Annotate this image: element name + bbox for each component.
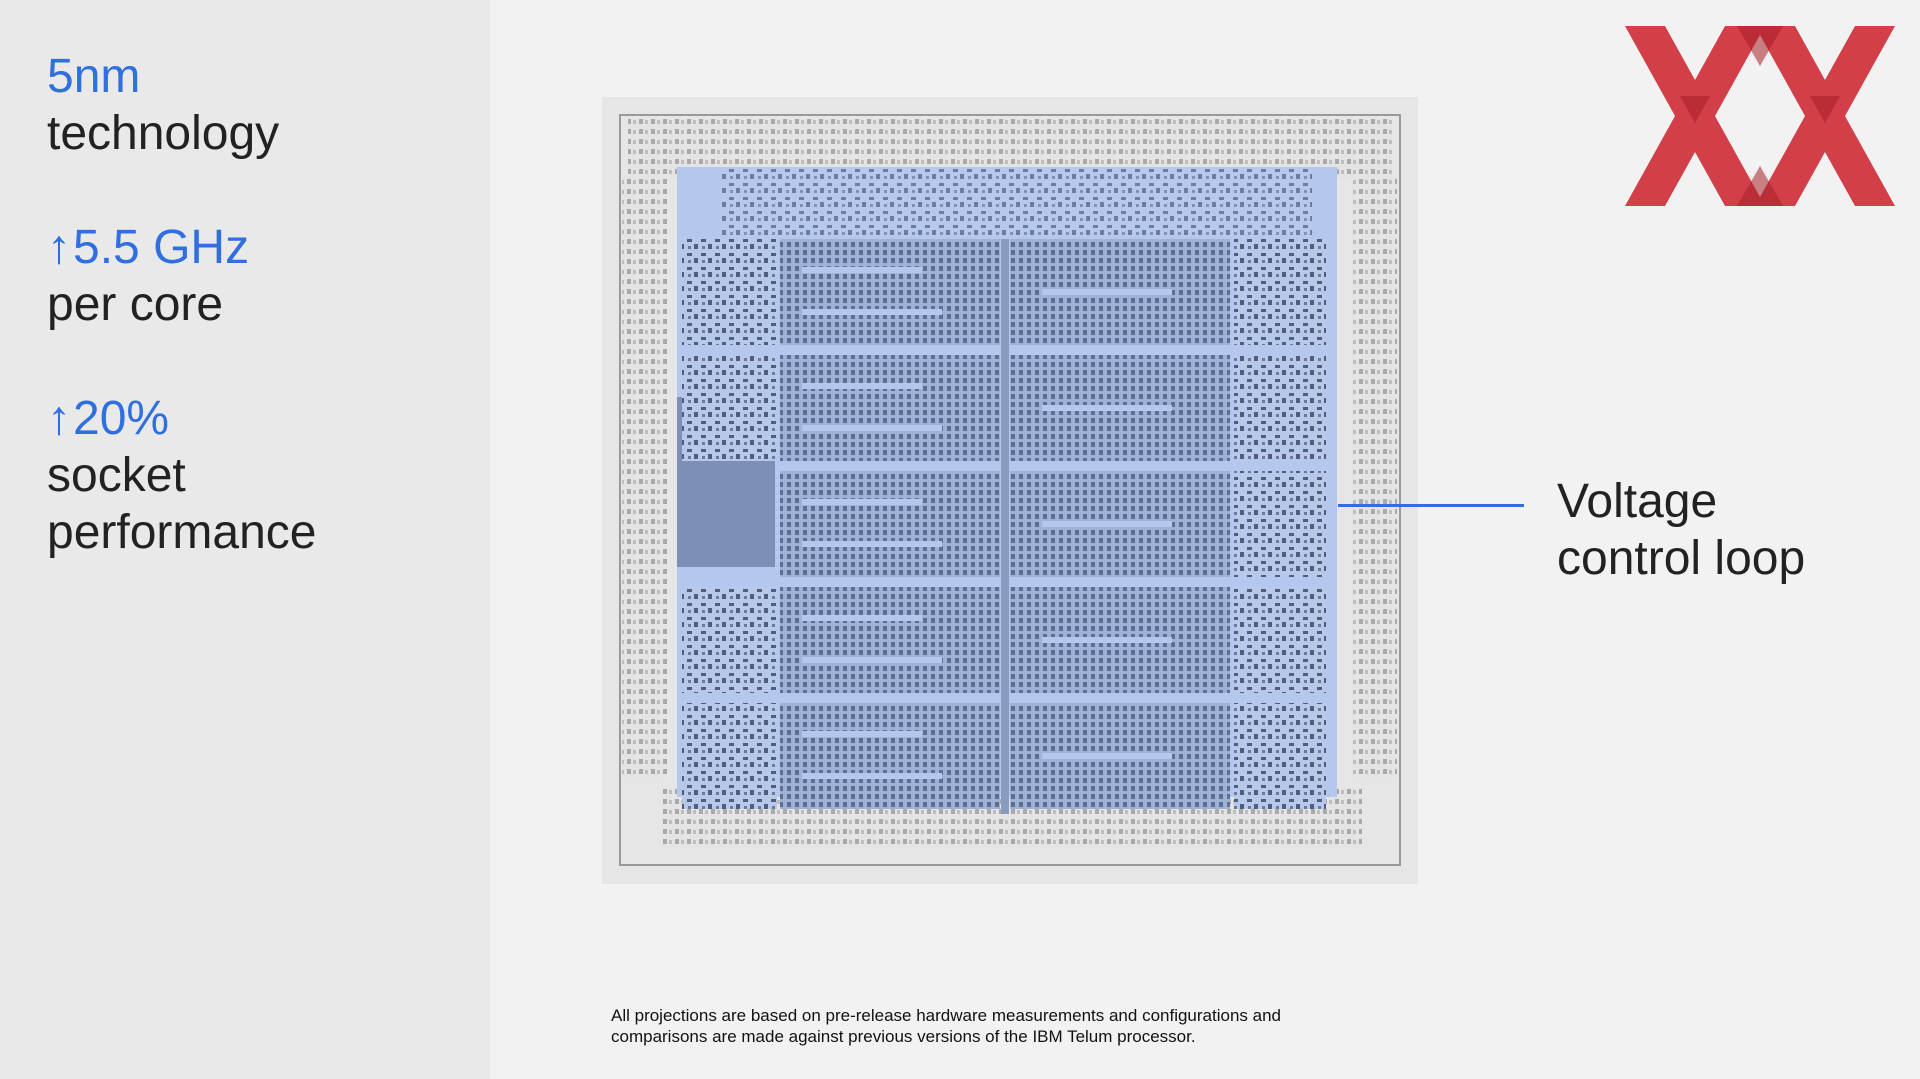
callout-line (1338, 504, 1524, 507)
stat-label-line2: performance (47, 506, 317, 559)
stat-performance: ↑20% socket performance (47, 390, 316, 561)
chip-die-image (602, 97, 1418, 884)
footnote-line2: comparisons are made against previous ve… (611, 1027, 1196, 1046)
footnote-line1: All projections are based on pre-release… (611, 1006, 1281, 1025)
up-arrow-icon: ↑ (47, 392, 71, 445)
stat-label: technology (47, 107, 280, 160)
stat-technology: 5nm technology (47, 48, 316, 162)
stat-label: per core (47, 278, 224, 331)
stat-value: ↑5.5 GHz (47, 219, 316, 276)
callout-label-line1: Voltage (1557, 475, 1718, 528)
die-layout-graphic (602, 97, 1418, 884)
stats-list: 5nm technology ↑5.5 GHz per core ↑20% so… (47, 48, 316, 618)
footnote: All projections are based on pre-release… (611, 1005, 1371, 1047)
xx-logo (1625, 26, 1895, 206)
callout-label-line2: control loop (1557, 532, 1806, 585)
stat-value: ↑20% (47, 390, 316, 447)
sidebar-panel: 5nm technology ↑5.5 GHz per core ↑20% so… (0, 0, 490, 1079)
stat-value-text: 5nm (47, 50, 141, 103)
up-arrow-icon: ↑ (47, 221, 71, 274)
stat-value: 5nm (47, 48, 316, 105)
stat-value-text: 20% (73, 392, 170, 445)
stat-label-line1: socket (47, 449, 186, 502)
stat-value-text: 5.5 GHz (73, 221, 250, 274)
stat-frequency: ↑5.5 GHz per core (47, 219, 316, 333)
callout-label: Voltage control loop (1557, 473, 1805, 587)
